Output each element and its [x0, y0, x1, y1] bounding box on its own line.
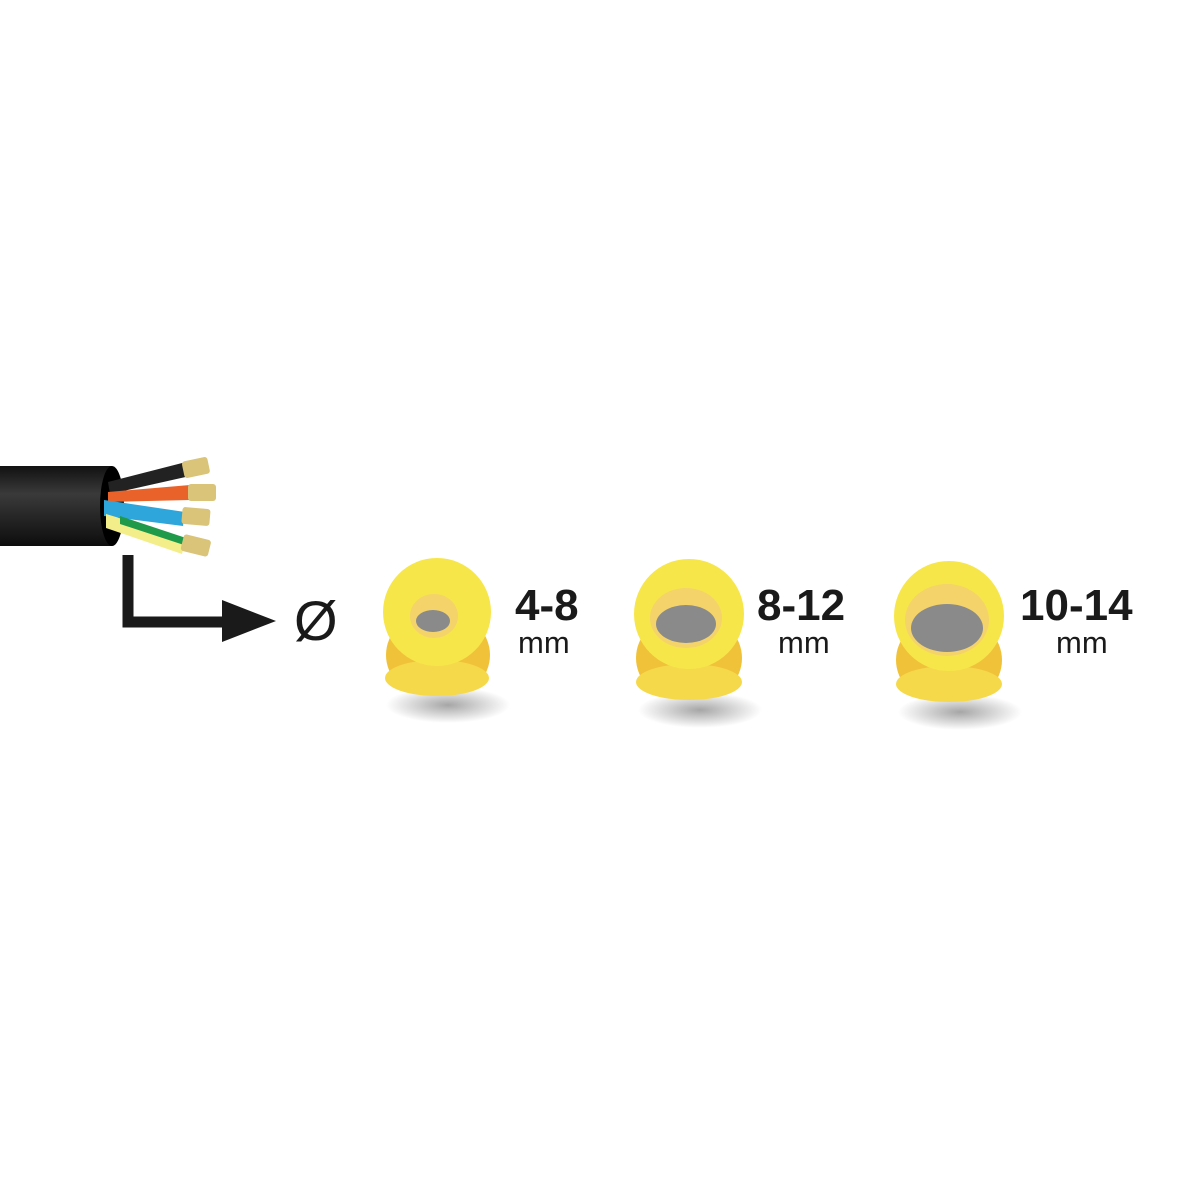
grommet-unit-label: mm — [518, 625, 570, 660]
wire-orange — [108, 484, 216, 502]
grommet-range-label: 8-12 — [757, 581, 845, 630]
grommet-8-12-icon — [634, 559, 762, 728]
wire-black — [108, 457, 210, 494]
grommet-10-14-icon — [894, 561, 1022, 730]
cable-icon — [0, 457, 216, 557]
grommet-range-label: 4-8 — [515, 581, 579, 630]
grommet-4-8-icon — [383, 558, 510, 723]
wire-blue — [104, 500, 211, 526]
arrow-right-icon — [122, 555, 276, 642]
diameter-symbol: Ø — [294, 589, 338, 652]
wire-green-yellow — [106, 514, 211, 557]
grommet-unit-label: mm — [1056, 625, 1108, 660]
grommet-range-label: 10-14 — [1020, 581, 1133, 630]
grommet-unit-label: mm — [778, 625, 830, 660]
